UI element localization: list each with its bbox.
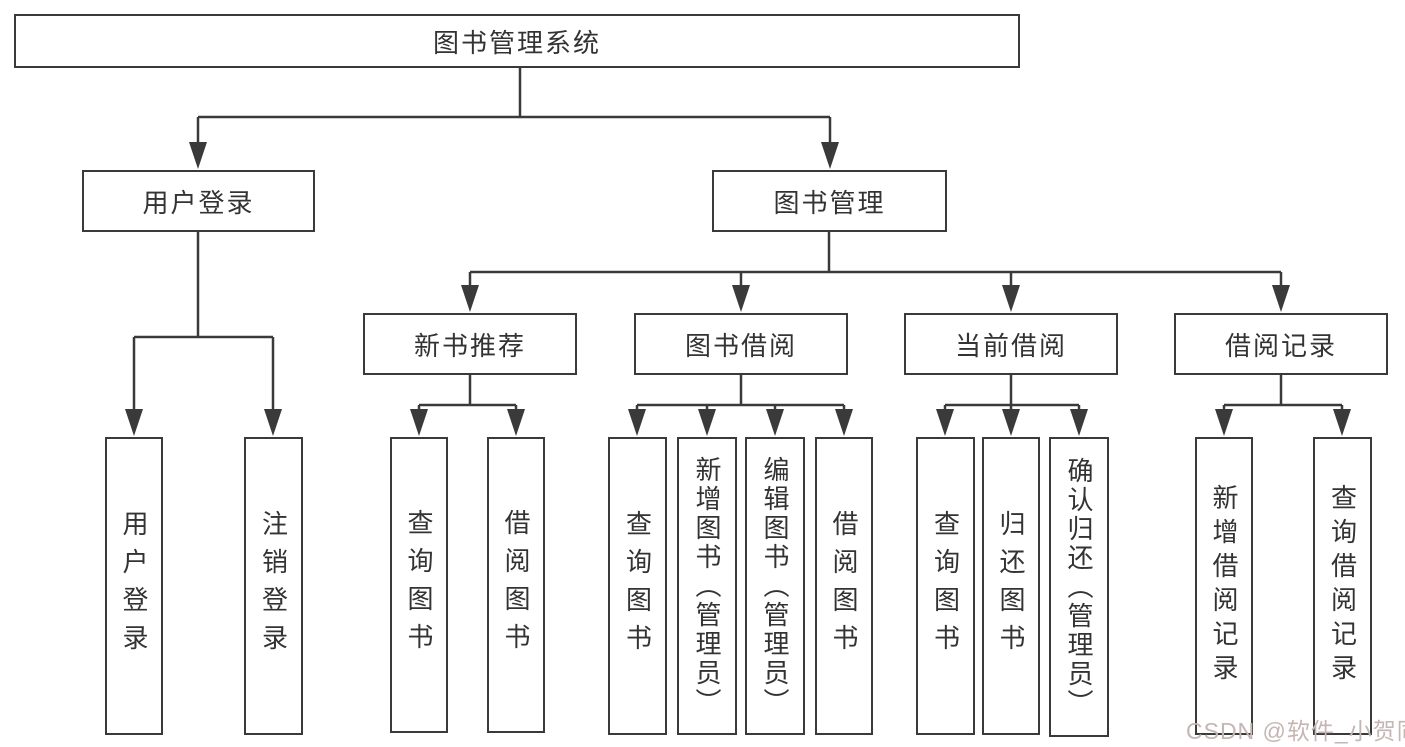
node-label: 借阅图书	[501, 509, 531, 661]
node-bb-query-book: 查询图书	[608, 437, 667, 735]
node-label: 归还图书	[996, 510, 1026, 662]
node-new-book-rec: 新书推荐	[363, 313, 577, 375]
node-label: 查询图书	[622, 510, 653, 662]
node-br-query-record: 查询借阅记录	[1313, 437, 1372, 735]
node-label: 编辑图书（管理员）	[760, 455, 790, 717]
node-leaf-user-login: 用户登录	[105, 437, 163, 735]
node-br-add-record: 新增借阅记录	[1195, 437, 1253, 735]
node-label: 查询图书	[404, 509, 434, 661]
node-label: 用户登录	[119, 510, 149, 662]
node-bb-borrow-book: 借阅图书	[815, 437, 873, 735]
node-label: 借阅图书	[829, 510, 859, 662]
node-bb-edit-book: 编辑图书（管理员）	[745, 437, 805, 735]
csdn-watermark: CSDN @软件_小贺同学	[1186, 718, 1405, 744]
node-label: 注销登录	[258, 510, 289, 662]
node-cb-confirm-return: 确认归还（管理员）	[1049, 437, 1109, 737]
node-current-borrow: 当前借阅	[904, 313, 1118, 375]
node-label: 确认归还（管理员）	[1064, 456, 1094, 718]
node-leaf-logout: 注销登录	[244, 437, 303, 735]
node-label: 查询图书	[930, 510, 961, 662]
node-label: 新增图书（管理员）	[692, 455, 722, 717]
node-bb-add-book: 新增图书（管理员）	[677, 437, 737, 735]
node-nbr-query-book: 查询图书	[390, 437, 448, 733]
node-label: 新增借阅记录	[1209, 484, 1239, 688]
arrowhead-icons	[125, 142, 1351, 436]
node-root: 图书管理系统	[14, 14, 1020, 68]
node-borrow-record: 借阅记录	[1174, 313, 1388, 375]
node-book-mgmt: 图书管理	[712, 170, 947, 232]
node-user-login: 用户登录	[82, 170, 315, 232]
node-label: 查询借阅记录	[1327, 484, 1358, 688]
node-nbr-borrow-book: 借阅图书	[487, 437, 545, 733]
node-book-borrow: 图书借阅	[634, 313, 848, 375]
node-cb-return-book: 归还图书	[982, 437, 1040, 735]
node-cb-query-book: 查询图书	[916, 437, 975, 735]
